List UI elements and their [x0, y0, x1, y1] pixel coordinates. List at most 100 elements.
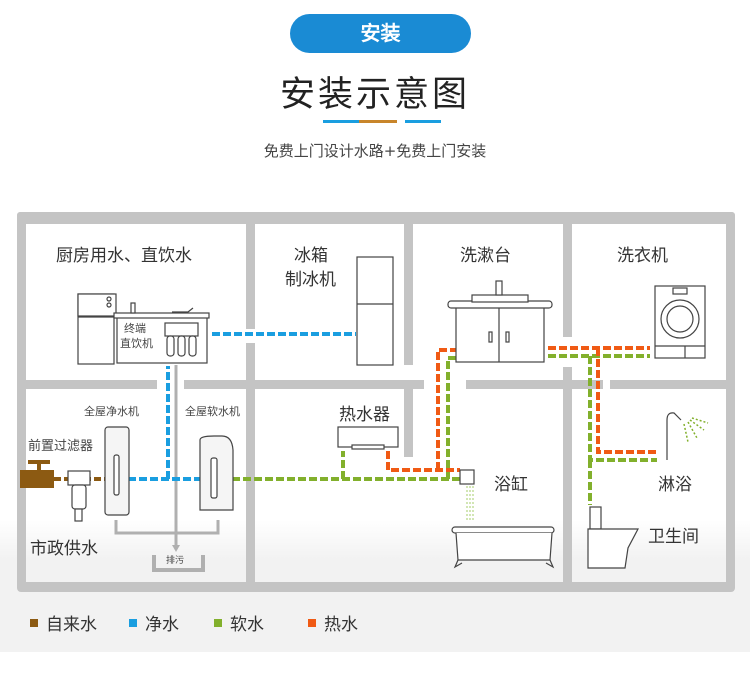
handle	[488, 331, 493, 343]
washing-machine-icon	[654, 285, 706, 359]
fridge2-body	[356, 256, 394, 366]
spray-line	[689, 419, 705, 431]
label-terminal-1: 终端	[124, 322, 146, 335]
wall-top	[17, 212, 735, 224]
label-heater: 热水器	[339, 405, 390, 425]
whole-house-purifier-icon	[104, 426, 130, 516]
spray-line	[691, 417, 709, 424]
drain-basin	[152, 555, 205, 572]
legend-item-soft: 软水	[214, 610, 264, 635]
label-kitchen: 厨房用水、直饮水	[56, 246, 192, 266]
basin-faucet	[495, 280, 503, 296]
label-softener: 全屋软水机	[185, 405, 240, 418]
bathtub-icon	[451, 526, 555, 569]
ro-filter	[188, 335, 197, 357]
label-toilet: 卫生间	[648, 527, 699, 547]
heater-vent	[351, 444, 385, 450]
fridge-icon	[356, 256, 394, 366]
wall-v2-mid	[404, 385, 413, 457]
wall-right	[726, 212, 735, 589]
label-basin: 洗漱台	[460, 246, 511, 266]
legend-swatch-hot	[308, 618, 316, 627]
tub-rim	[451, 526, 555, 534]
ro-filter	[177, 335, 186, 357]
label-prefilter: 前置过滤器	[28, 439, 94, 454]
ro-filter	[166, 335, 175, 357]
wall-v2-top	[404, 212, 413, 365]
tub-faucet-icon	[459, 469, 475, 485]
filter-head	[67, 470, 91, 486]
tub-water-stream	[466, 486, 474, 520]
whole-house-softener-icon	[199, 435, 234, 511]
sink	[471, 294, 529, 303]
hot-pipe-basin	[436, 348, 456, 470]
wall-h-washer	[610, 380, 735, 389]
toilet-bowl	[587, 528, 639, 569]
page-subtitle: 免费上门设计水路+免费上门安装	[263, 142, 487, 160]
microwave-knob	[106, 296, 112, 302]
appliances	[67, 256, 706, 569]
legend-swatch-tap	[30, 618, 38, 627]
wall-v1-top	[246, 212, 255, 329]
pre-filter-icon	[67, 470, 91, 522]
tub-feet	[453, 559, 555, 569]
kitchen-counter-icon	[113, 302, 210, 364]
legend-swatch-pure	[129, 618, 137, 627]
wall-h-kitchen-2	[184, 380, 424, 389]
label-terminal-2: 直饮机	[120, 337, 153, 350]
wall-h-kitchen-1	[17, 380, 157, 389]
legend-label-tap: 自来水	[46, 615, 97, 635]
label-bathtub: 浴缸	[494, 475, 528, 495]
soft-pipe-basin	[446, 356, 456, 479]
shower-spray-icon	[683, 417, 709, 443]
toilet-tank	[589, 506, 602, 530]
wall-v3-bottom	[563, 367, 572, 591]
tub-body	[455, 532, 553, 561]
drain-pipes	[114, 365, 220, 572]
tap-water-pipe	[20, 460, 105, 488]
label-municipal: 市政供水	[30, 539, 98, 559]
softener-window	[210, 457, 218, 499]
filter-bowl	[71, 484, 87, 510]
ro-head	[164, 322, 199, 337]
legend-item-tap: 自来水	[30, 610, 97, 635]
toilet-icon	[587, 506, 639, 569]
title-underline-3	[405, 120, 441, 123]
spray-line	[687, 421, 698, 439]
pure-water-pipes	[128, 332, 356, 481]
basin-cabinet-icon	[447, 280, 553, 363]
label-shower: 淋浴	[658, 475, 692, 495]
purifier-window	[113, 454, 120, 496]
soft-pipe-shower	[588, 356, 657, 462]
label-fridge-2: 制冰机	[285, 270, 336, 290]
spray-line	[683, 423, 689, 443]
page-title: 安装示意图	[279, 75, 470, 115]
faucet	[130, 302, 136, 314]
tap-stem	[37, 460, 41, 470]
label-fridge-1: 冰箱	[294, 246, 328, 266]
microwave-knob	[106, 302, 112, 308]
hot-pipe-shower	[596, 348, 657, 454]
label-washer: 洗衣机	[617, 246, 668, 266]
wall-v1-bottom	[246, 343, 255, 591]
legend-label-soft: 软水	[230, 615, 264, 635]
handle	[505, 331, 510, 343]
legend-item-pure: 净水	[129, 610, 179, 635]
legend-item-hot: 热水	[308, 610, 358, 635]
washer-drum	[666, 305, 694, 333]
label-drain: 排污	[166, 556, 185, 566]
wall-left	[17, 212, 26, 589]
water-heater-icon	[337, 426, 399, 450]
heater-body	[337, 426, 399, 448]
wall-h-basin	[466, 380, 603, 389]
drain-line-collector	[114, 520, 220, 535]
legend-swatch-soft	[214, 618, 222, 627]
title-underline-2	[359, 120, 397, 123]
label-purifier: 全屋净水机	[84, 405, 139, 418]
wall-bottom	[17, 582, 735, 592]
counter-top	[113, 312, 210, 319]
hot-water-pipes	[386, 346, 657, 472]
legend-label-pure: 净水	[145, 615, 179, 635]
title-underline-1	[323, 120, 359, 123]
